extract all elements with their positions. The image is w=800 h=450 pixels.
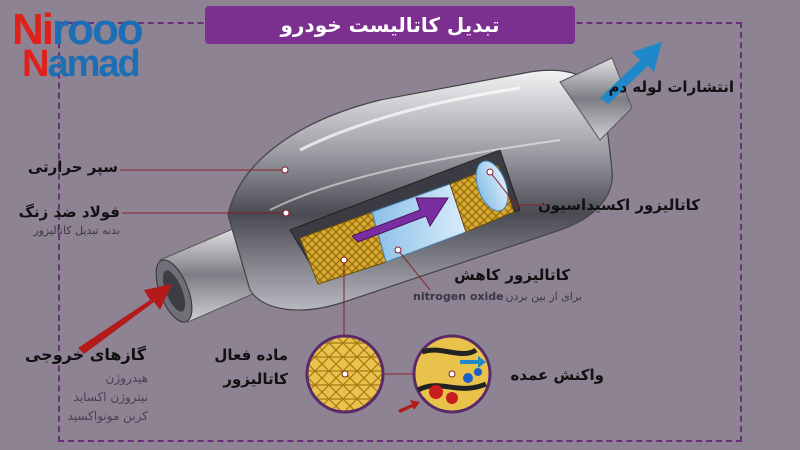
active-material-circle	[305, 334, 385, 414]
converter-housing	[227, 57, 633, 311]
reduction-catalyst-sublabel-fa: برای از بین بردن	[505, 290, 582, 303]
reaction-circle	[412, 334, 492, 414]
tailpipe-arrow	[600, 42, 662, 104]
flow-arrow	[351, 197, 449, 243]
oxidation-catalyst-label: کاتالیزور اکسیداسیون	[537, 196, 700, 214]
exhaust-gas-carbon-monoxide: کربن مونواکسید	[67, 409, 148, 423]
page-title: تبدیل کاتالیست خودرو	[205, 6, 575, 44]
inlet-arrow	[78, 284, 172, 354]
exhaust-gases-label: گازهای خروجی	[24, 345, 146, 364]
active-material-label-line1: ماده فعال	[214, 346, 288, 364]
reduction-catalyst-label: کاتالیزور کاهش	[454, 266, 570, 284]
tailpipe-emissions-label: انتشارات لوله دم	[608, 78, 734, 96]
small-red-arrow	[398, 400, 420, 413]
reduction-catalyst-sublabel-en: nitrogen oxide	[413, 290, 504, 303]
exhaust-gas-hydrogen: هیدروژن	[105, 371, 148, 385]
inlet-pipe	[155, 227, 263, 323]
stainless-steel-sublabel: بدنه تبدیل کاتالیزور	[33, 224, 120, 237]
active-material-label-line2: کاتالیزور	[223, 370, 288, 388]
main-reaction-label: واکنش عمده	[510, 366, 604, 384]
heat-shield-label: سپر حرارتی	[27, 158, 118, 176]
niroo-namad-logo: Nirooo Namad	[12, 5, 144, 85]
stainless-steel-label: فولاد ضد زنگ	[18, 203, 120, 221]
exhaust-gas-nitrogen-oxide: نیتروژن اکساید	[73, 390, 148, 404]
